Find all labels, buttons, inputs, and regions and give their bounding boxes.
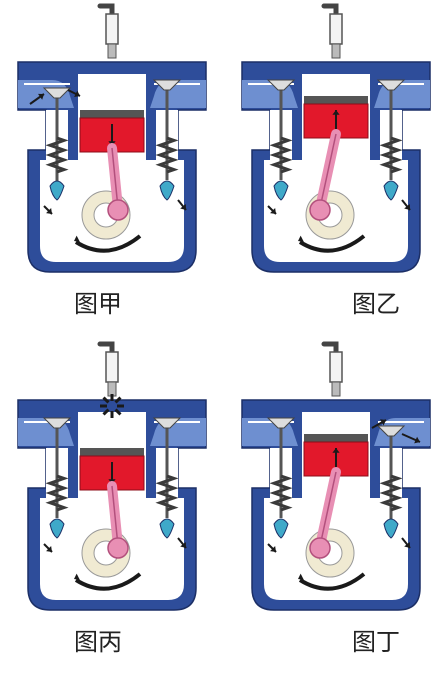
spark-burst-ray [102, 408, 110, 416]
spark-plug-wire [321, 3, 339, 17]
engine-diagram [241, 341, 431, 611]
exhaust-flow-arrow-2-head [414, 436, 420, 444]
exhaust-valve-spring [379, 474, 403, 512]
intake-cam [49, 518, 65, 539]
spark-plug-wire [321, 341, 339, 355]
piston-ring [304, 96, 368, 104]
exhaust-valve-head [376, 425, 406, 437]
cam-rotation-arrow-right-head [180, 204, 186, 210]
cam-rotation-arrow-left-head [46, 546, 52, 552]
panel-caption: 图丙 [74, 628, 122, 656]
intake-valve-head [266, 79, 296, 91]
cam-rotation-arrow-left-head [270, 546, 276, 552]
piston-ring [304, 434, 368, 442]
engine-diagram [17, 341, 207, 611]
intake-port [18, 80, 74, 108]
piston-motion-arrow-head [332, 448, 340, 453]
connecting-rod-outline [319, 133, 337, 209]
exhaust-cam [383, 180, 399, 201]
engine-panel-4: 图丁 [224, 338, 448, 676]
intake-valve-head [42, 87, 72, 99]
spark-plug-body [105, 351, 119, 383]
crank-pin [309, 537, 331, 559]
spark-burst-ray [102, 396, 110, 404]
engine-diagram [241, 3, 431, 273]
spark-burst-ray [114, 408, 122, 416]
spark-plug-thread [107, 43, 117, 59]
spark-burst-ray [114, 396, 122, 404]
cam-rotation-arrow-left-head [270, 208, 276, 214]
engine-panel-3: 图丙 [0, 338, 224, 676]
rotation-arrow-head [298, 573, 304, 581]
spark-plug-wire [97, 341, 115, 355]
panel-caption: 图甲 [74, 290, 122, 318]
crank-pin [309, 199, 331, 221]
exhaust-valve-spring [155, 474, 179, 512]
intake-flow-arrow-head [38, 93, 44, 100]
spark-plug-thread [331, 43, 341, 59]
exhaust-valve-head [152, 417, 182, 429]
intake-cam [273, 180, 289, 201]
rotation-arrow [74, 234, 142, 253]
connecting-rod-outline [319, 471, 337, 547]
exhaust-valve-spring [155, 136, 179, 174]
intake-valve-spring [269, 474, 293, 512]
piston-ring [80, 110, 144, 118]
spark-plug-thread [331, 381, 341, 397]
exhaust-valve-head [376, 79, 406, 91]
exhaust-cam [159, 180, 175, 201]
intake-cam [273, 518, 289, 539]
intake-cam [49, 180, 65, 201]
exhaust-port [374, 418, 430, 446]
crank-pin [107, 537, 129, 559]
exhaust-valve-head [152, 79, 182, 91]
rotation-arrow-head [298, 235, 304, 243]
cam-rotation-arrow-right-head [180, 542, 186, 548]
connecting-rod-outline [111, 147, 119, 209]
cam-rotation-arrow-left-head [46, 208, 52, 214]
engine-panel-1: 图甲 [0, 0, 224, 338]
cam-rotation-arrow-right-head [404, 542, 410, 548]
engine-panel-2: 图乙 [224, 0, 448, 338]
cam-rotation-arrow-right-head [404, 204, 410, 210]
intake-flow-arrow-2-head [74, 90, 80, 98]
crank-pin [107, 199, 129, 221]
exhaust-cam [383, 518, 399, 539]
rotation-arrow [298, 572, 366, 591]
spark-plug-body [105, 13, 119, 45]
connecting-rod-outline [111, 485, 119, 547]
rotation-arrow [74, 572, 142, 591]
piston-motion-arrow-head [332, 110, 340, 115]
intake-valve-spring [269, 136, 293, 174]
spark-plug-wire [97, 3, 115, 17]
rotation-arrow [298, 234, 366, 253]
exhaust-flow-arrow-head [380, 419, 386, 426]
intake-valve-spring [45, 136, 69, 174]
engine-diagram [17, 3, 207, 273]
intake-valve-head [42, 417, 72, 429]
exhaust-valve-spring [379, 136, 403, 174]
exhaust-cam [159, 518, 175, 539]
panel-caption: 图乙 [352, 290, 400, 318]
spark-plug-body [329, 13, 343, 45]
spark-plug-thread [107, 381, 117, 397]
panel-caption: 图丁 [352, 628, 400, 656]
rotation-arrow-head [74, 573, 80, 581]
spark-plug-body [329, 351, 343, 383]
intake-valve-spring [45, 474, 69, 512]
intake-valve-head [266, 417, 296, 429]
piston-ring [80, 448, 144, 456]
rotation-arrow-head [74, 235, 80, 243]
